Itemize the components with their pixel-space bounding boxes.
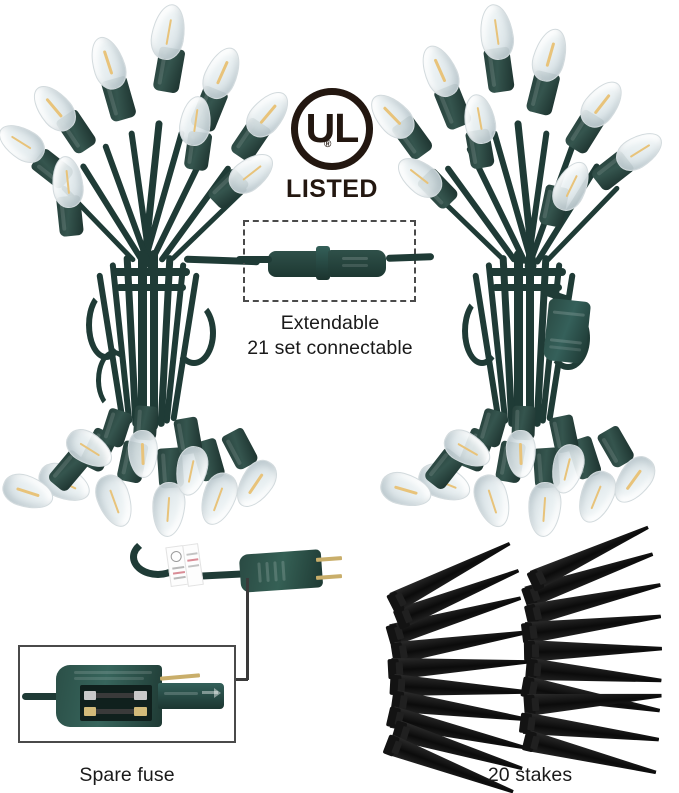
extendable-label-line2: 21 set connectable	[247, 337, 413, 359]
power-plug	[130, 530, 343, 600]
extendable-connector	[268, 240, 390, 280]
filament	[141, 442, 145, 466]
filament	[79, 442, 101, 457]
filament	[242, 164, 262, 181]
filament	[629, 143, 651, 158]
cord-bundle	[150, 250, 158, 430]
right-bundle	[362, 0, 679, 570]
cord-tie	[116, 284, 186, 291]
filament	[166, 496, 171, 523]
plug-prong	[315, 574, 343, 580]
filament	[212, 487, 224, 512]
cord-bundle	[138, 250, 147, 430]
filament	[215, 60, 229, 85]
cord-loop	[172, 300, 216, 366]
stakes-label: 20 stakes	[487, 764, 573, 786]
spare-fuse-label: Spare fuse	[79, 764, 175, 786]
filament	[248, 473, 264, 495]
filament	[409, 168, 429, 185]
filament	[102, 50, 113, 75]
fuse-plug-body	[56, 665, 162, 727]
cord-bundle	[526, 250, 534, 430]
stakes-group	[378, 558, 678, 758]
filament	[476, 106, 483, 131]
left-bundle	[0, 0, 300, 570]
connector-cord-left	[236, 256, 272, 263]
cord-loop	[96, 350, 132, 410]
cord-bundle	[514, 250, 523, 430]
fuse-cover	[158, 683, 224, 709]
ul-listed-label: LISTED	[286, 175, 378, 203]
filament	[394, 485, 418, 495]
spare-fuse-leader-line	[246, 578, 249, 680]
ul-letters: UL	[305, 104, 360, 151]
filament	[542, 496, 547, 523]
filament	[165, 18, 172, 46]
plug-prong	[315, 556, 343, 562]
filament	[487, 489, 498, 514]
filament	[109, 489, 121, 514]
filament	[493, 18, 500, 46]
cord-tie	[112, 268, 190, 276]
plug-cord	[130, 536, 186, 578]
filament	[625, 469, 643, 491]
bulb	[476, 1, 517, 63]
fuse-plug-cord	[22, 693, 62, 700]
filament	[187, 459, 196, 483]
ul-listed-mark: UL ® LISTED	[272, 88, 392, 204]
filament	[16, 487, 40, 497]
filament	[519, 442, 523, 466]
filament	[433, 58, 447, 83]
filament	[593, 93, 611, 115]
spare-fuse-leader-line	[234, 678, 248, 681]
ul-circle-icon: UL ®	[291, 88, 373, 170]
female-connector	[542, 297, 592, 365]
filament	[563, 458, 572, 481]
filament	[590, 485, 603, 510]
filament	[45, 98, 63, 118]
filament	[457, 442, 479, 457]
cord-loop	[86, 290, 126, 360]
extendable-label-line1: Extendable	[280, 312, 380, 334]
filament	[65, 169, 70, 195]
spare-fuse-inset	[18, 645, 236, 743]
cord-tie	[488, 268, 566, 276]
filament	[545, 42, 555, 67]
stake	[523, 638, 662, 662]
cord-loop	[462, 296, 502, 366]
filament	[10, 135, 32, 150]
filament	[565, 174, 578, 198]
plug-body	[238, 549, 324, 593]
filament	[192, 108, 199, 133]
fuse-plug-prong	[159, 673, 201, 681]
cord-tie	[492, 284, 562, 291]
registered-symbol: ®	[324, 139, 332, 150]
